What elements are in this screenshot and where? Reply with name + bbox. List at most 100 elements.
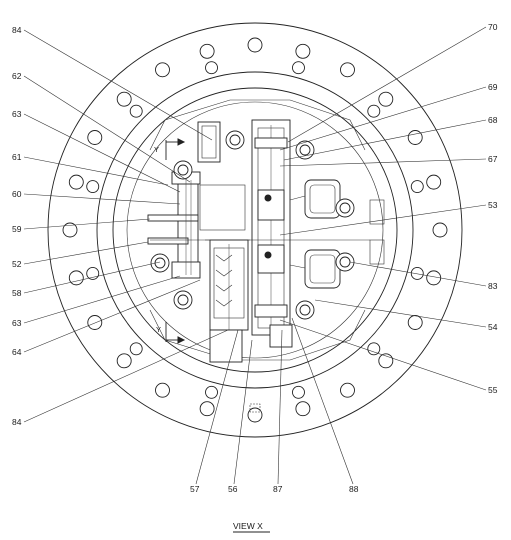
callout-62: 62 bbox=[12, 71, 22, 81]
callout-84-bottom: 84 bbox=[12, 417, 22, 427]
callout-70: 70 bbox=[488, 22, 498, 32]
hub-bolt bbox=[335, 198, 355, 218]
leader-line bbox=[279, 86, 487, 151]
callout-55: 55 bbox=[488, 385, 498, 395]
flange-bolt-hole bbox=[199, 401, 215, 417]
leader-line bbox=[23, 113, 181, 193]
flange-bolt-hole bbox=[407, 130, 423, 145]
leader-line bbox=[23, 29, 213, 141]
callout-83: 83 bbox=[488, 281, 498, 291]
leader-line bbox=[23, 193, 181, 205]
flange-bolt-hole bbox=[410, 180, 424, 193]
callout-69: 69 bbox=[488, 82, 498, 92]
flange-bolt-hole bbox=[205, 385, 218, 399]
flange-bolt-hole bbox=[68, 270, 84, 286]
callout-64: 64 bbox=[12, 347, 22, 357]
hub-bolt bbox=[150, 253, 170, 273]
flange-bolt-hole bbox=[62, 222, 78, 238]
leader-line bbox=[283, 119, 487, 161]
leader-line bbox=[349, 261, 487, 287]
flange-bolt-hole bbox=[340, 62, 355, 78]
flange-bolt-hole bbox=[378, 353, 394, 369]
flange-bolt-hole bbox=[292, 385, 305, 399]
top-blocks bbox=[150, 121, 370, 241]
callout-60: 60 bbox=[12, 189, 22, 199]
flange-bolt-hole bbox=[129, 342, 143, 356]
leader-line bbox=[23, 275, 181, 324]
section-mark-bottom: Y bbox=[156, 325, 161, 334]
flange-bolt-hole bbox=[155, 62, 170, 78]
leader-line bbox=[287, 26, 487, 143]
flange-bolt-hole bbox=[292, 61, 305, 75]
callout-88: 88 bbox=[349, 484, 359, 494]
center-cylinder bbox=[209, 239, 249, 363]
flange-bolt-hole bbox=[295, 401, 311, 417]
leader-line bbox=[279, 158, 487, 167]
hub-ring bbox=[112, 87, 398, 373]
callout-59: 59 bbox=[12, 224, 22, 234]
right-valve-body bbox=[251, 119, 293, 348]
hub-bolts bbox=[150, 130, 355, 320]
drain-marker bbox=[249, 403, 261, 413]
leader-line bbox=[279, 319, 487, 391]
section-marks: Y Y bbox=[154, 138, 186, 344]
leader-line bbox=[233, 339, 253, 485]
callout-54: 54 bbox=[488, 322, 498, 332]
callout-67: 67 bbox=[488, 154, 498, 164]
leader-line bbox=[195, 329, 239, 485]
flange-bolt-hole bbox=[247, 407, 263, 423]
callout-58: 58 bbox=[12, 288, 22, 298]
callout-56: 56 bbox=[228, 484, 238, 494]
leader-line bbox=[23, 156, 169, 186]
callout-61: 61 bbox=[12, 152, 22, 162]
hub-bolt bbox=[225, 130, 245, 150]
flange-bolt-hole bbox=[295, 43, 311, 59]
leader-line bbox=[23, 75, 191, 183]
leader-line bbox=[291, 317, 354, 485]
flange-bolt-hole bbox=[205, 61, 218, 75]
flange-bolt-holes bbox=[62, 37, 448, 423]
leader-line bbox=[23, 241, 149, 265]
flange-bolt-hole bbox=[87, 130, 103, 145]
flange-bolt-hole bbox=[367, 342, 381, 356]
leader-line bbox=[277, 329, 283, 485]
left-valve-body bbox=[147, 171, 246, 279]
callout-84-top: 84 bbox=[12, 25, 22, 35]
callout-52: 52 bbox=[12, 259, 22, 269]
flange-bolt-hole bbox=[116, 353, 132, 369]
flange-bolt-hole bbox=[247, 37, 263, 53]
hub-bolt bbox=[173, 290, 193, 310]
flange-bolt-hole bbox=[87, 315, 103, 330]
flange-bolt-hole bbox=[378, 91, 394, 107]
leader-line bbox=[23, 279, 201, 353]
callout-87: 87 bbox=[273, 484, 283, 494]
flange-bolt-hole bbox=[426, 174, 442, 190]
hub-bolt bbox=[173, 160, 193, 180]
flange-bolt-hole bbox=[68, 174, 84, 190]
hub-bolt bbox=[295, 140, 315, 160]
callout-labels: 84 62 63 61 60 59 52 58 63 64 84 57 56 8… bbox=[12, 22, 498, 494]
flange-bolt-hole bbox=[86, 267, 100, 280]
callout-68: 68 bbox=[488, 115, 498, 125]
callout-63-bottom: 63 bbox=[12, 318, 22, 328]
hub-bolt bbox=[295, 300, 315, 320]
flange-bolt-hole bbox=[410, 267, 424, 280]
leader-line bbox=[314, 299, 487, 328]
flange-bolt-hole bbox=[199, 43, 215, 59]
flange-bolt-hole bbox=[432, 222, 448, 238]
callout-57: 57 bbox=[190, 484, 200, 494]
flange-bolt-hole bbox=[367, 104, 381, 118]
leader-line bbox=[23, 329, 229, 423]
flange-bolt-hole bbox=[116, 91, 132, 107]
flange-bolt-hole bbox=[86, 180, 100, 193]
flange-bolt-hole bbox=[407, 315, 423, 330]
section-mark-top: Y bbox=[154, 145, 159, 154]
callout-leaders bbox=[23, 26, 487, 485]
outer-flange bbox=[47, 22, 463, 438]
leader-line bbox=[279, 204, 487, 236]
view-title: VIEW X bbox=[233, 521, 263, 531]
callout-63-top: 63 bbox=[12, 109, 22, 119]
leader-line bbox=[23, 218, 151, 230]
right-ports bbox=[289, 179, 385, 289]
